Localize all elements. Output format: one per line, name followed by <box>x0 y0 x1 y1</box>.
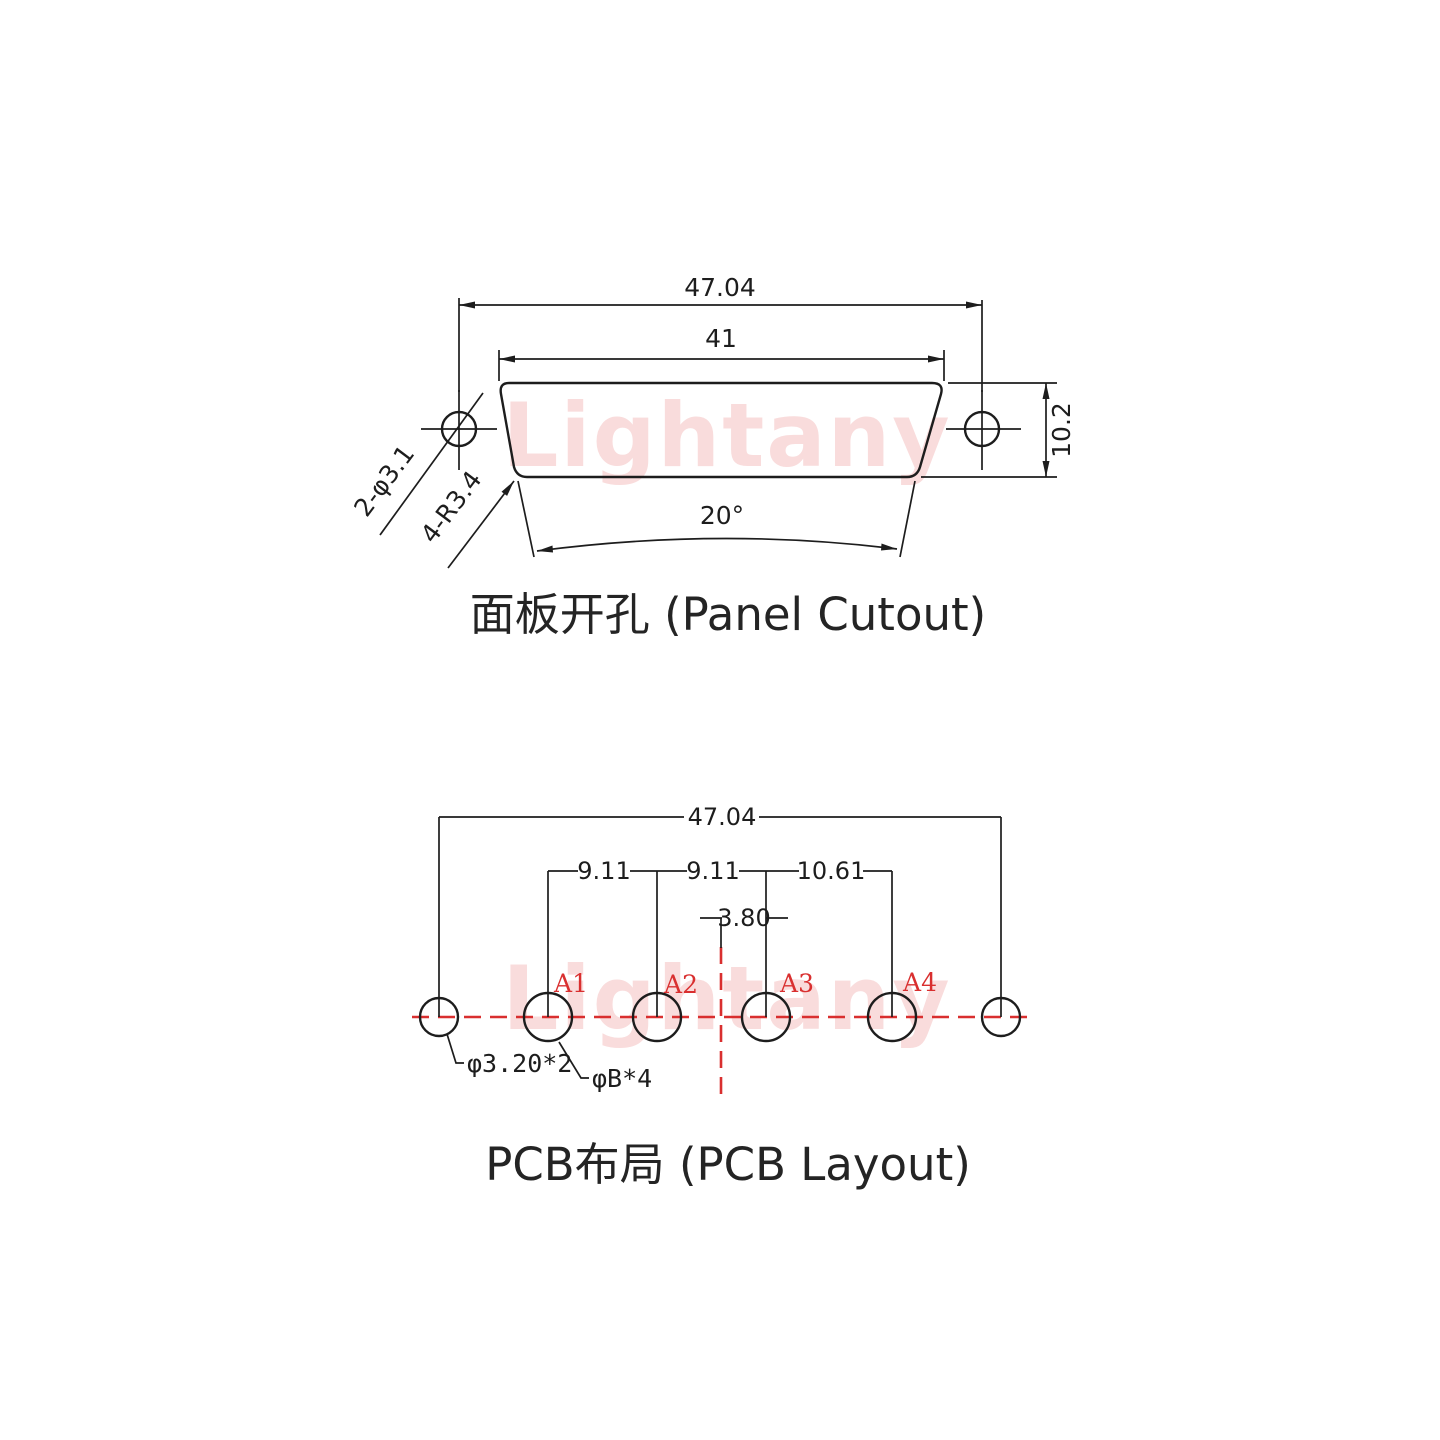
pcb-hole-a4 <box>866 991 918 1043</box>
pcb-layout-title: PCB布局 (PCB Layout) <box>485 1138 971 1191</box>
pcb-dim-pitch-row: 9.11 9.11 10.61 <box>548 857 892 885</box>
pcb-callout-mount-hole-text: φ3.20*2 <box>467 1049 572 1078</box>
panel-dim-cutout-width-text: 41 <box>705 324 737 353</box>
pcb-hole-a1 <box>522 991 574 1043</box>
pcb-holes <box>418 991 1022 1043</box>
pcb-hole-a3 <box>740 991 792 1043</box>
pcb-mount-hole-left <box>418 996 460 1038</box>
pcb-pin-labels: A1 A2 A3 A4 <box>553 968 937 999</box>
panel-callout-corner-radius: 4-R3.4 <box>415 465 515 569</box>
panel-dim-height: 10.2 <box>921 382 1076 478</box>
panel-dim-height-text: 10.2 <box>1047 402 1076 458</box>
pcb-dim-pitch3-text: 10.61 <box>797 857 866 885</box>
pcb-dim-center-offset-text: 3.80 <box>717 904 770 932</box>
pcb-dim-pitch1-text: 9.11 <box>577 857 630 885</box>
watermark-top: Lightany <box>502 384 951 487</box>
pcb-dim-center-offset: 3.80 <box>700 904 788 948</box>
pcb-dim-pitch2-text: 9.11 <box>686 857 739 885</box>
panel-dim-angle: 20° <box>517 480 916 558</box>
panel-dim-outer-width-text: 47.04 <box>684 273 756 302</box>
panel-mount-hole-left <box>421 390 497 470</box>
panel-cutout-title: 面板开孔 (Panel Cutout) <box>470 588 986 641</box>
pcb-callout-mount-hole: φ3.20*2 <box>446 1033 572 1078</box>
pin-label-a4: A4 <box>902 968 937 997</box>
pcb-callout-signal-hole: φB*4 <box>558 1041 652 1093</box>
panel-dim-cutout-width: 41 <box>498 324 945 381</box>
pin-label-a3: A3 <box>779 969 814 998</box>
dsub-cutout-outline <box>499 381 943 479</box>
panel-dim-outer-width: 47.04 <box>458 273 983 392</box>
panel-callout-mount-holes-text: 2-φ3.1 <box>348 440 420 522</box>
pin-label-a1: A1 <box>553 969 588 998</box>
watermark-bottom: Lightany <box>502 947 951 1050</box>
panel-dim-angle-text: 20° <box>700 501 744 530</box>
panel-callout-corner-radius-text: 4-R3.4 <box>415 465 488 548</box>
pcb-dim-outer-width: 47.04 <box>439 803 1001 831</box>
pcb-mount-hole-right <box>980 996 1022 1038</box>
panel-mount-hole-right <box>946 390 1021 470</box>
pcb-callout-signal-hole-text: φB*4 <box>592 1064 652 1093</box>
pcb-hole-a2 <box>631 991 683 1043</box>
pin-label-a2: A2 <box>663 970 698 999</box>
pcb-layout-drawing: 47.04 9.11 9.11 10.61 3.80 <box>412 803 1035 1191</box>
pcb-dim-outer-width-text: 47.04 <box>688 803 757 831</box>
